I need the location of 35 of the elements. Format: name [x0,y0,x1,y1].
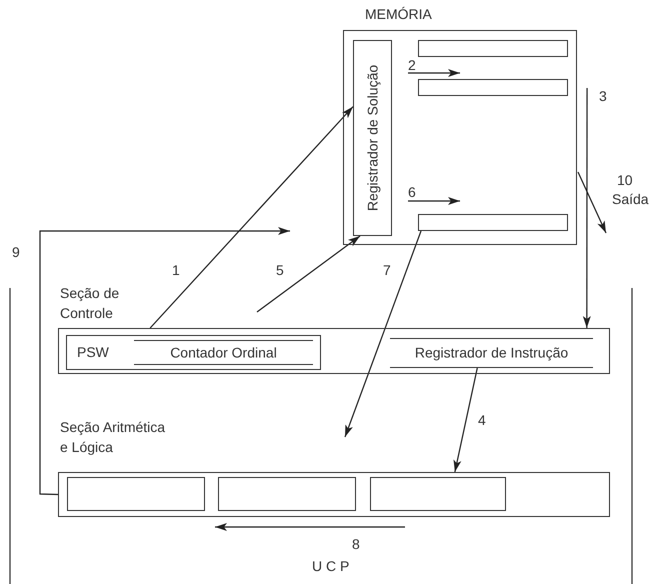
register-label: Registrador de Instrução [414,344,570,362]
edge-label: 3 [599,88,607,104]
output-label: Saída [612,191,649,207]
edge-label: 9 [12,244,20,260]
counter-register [134,340,313,365]
edge-label: 4 [478,412,486,428]
unit-label: U C P [312,558,350,574]
arrow-number: 2 [408,57,416,73]
arrow-number: 8 [352,536,360,552]
arrow [256,236,360,312]
arrow [39,227,290,496]
memory-cell [418,214,568,231]
arrow-number: 6 [408,184,416,200]
arrow [454,368,478,472]
arrow-number: 10 [617,172,633,188]
node-heading: Seção Aritmética e Lógica [60,418,166,457]
psw-label: PSW [77,344,109,361]
alu-cell [67,477,205,511]
arrow [344,230,422,438]
memory-cell [418,79,568,96]
psw-box [66,335,321,370]
register-box [353,40,392,236]
node-heading: MEMÓRIA [365,6,432,23]
register-label: Registrador de Solução [364,64,381,212]
node-heading: Seção de Controle [60,284,120,323]
arrow [582,88,591,328]
instruction-register [390,338,593,368]
alu-cell [218,477,356,511]
arrow [150,106,354,328]
edge-label: 7 [383,262,391,278]
memory-cell [418,40,568,57]
edge-label: 1 [172,262,180,278]
alu-cell [370,477,506,511]
register-label: Contador Ordinal [169,344,278,361]
edge-label: 5 [276,262,284,278]
